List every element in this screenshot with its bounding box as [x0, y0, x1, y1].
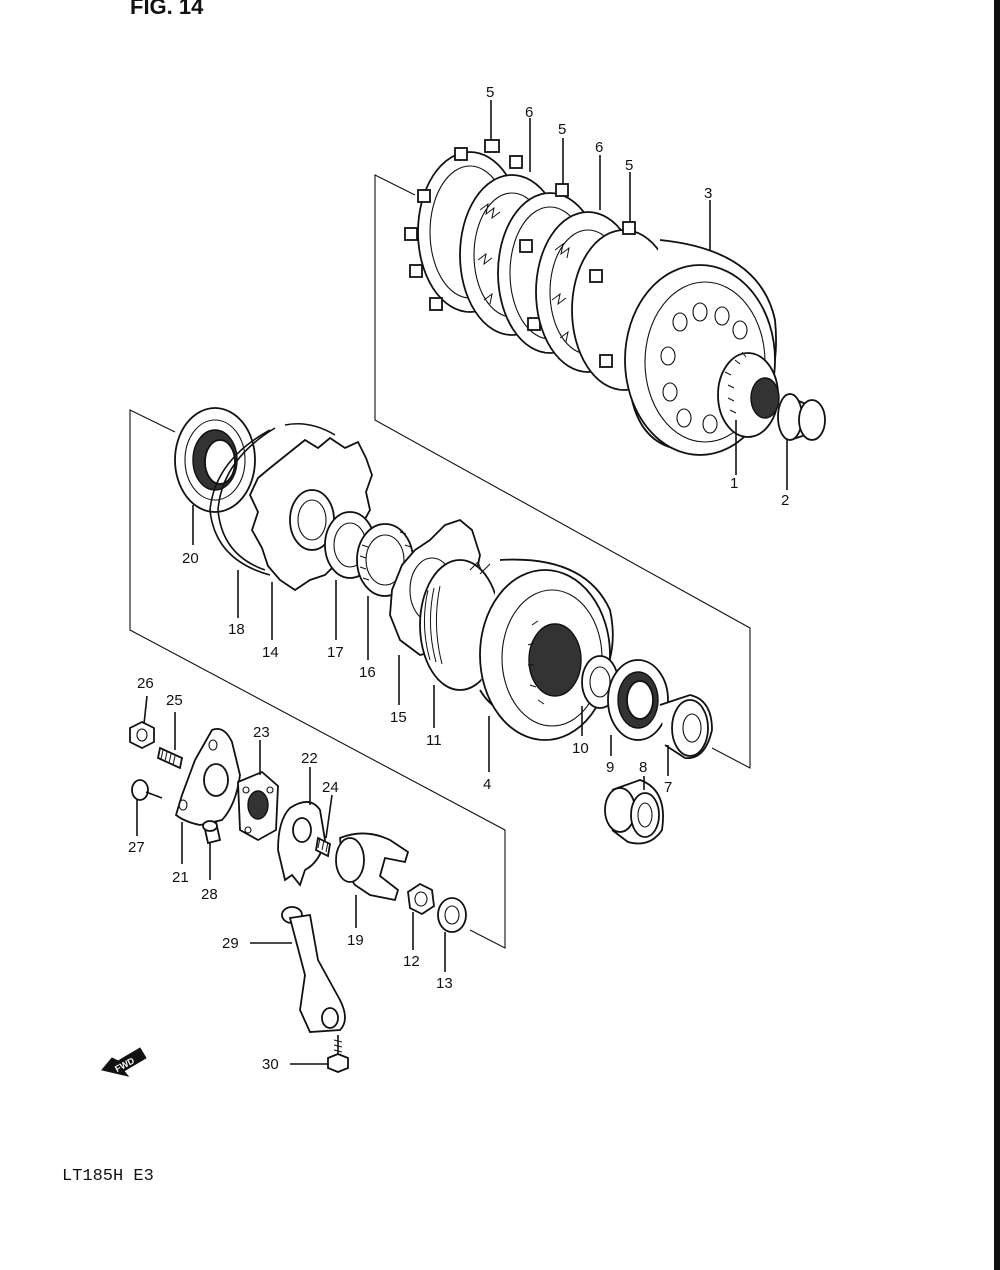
- bracket-21: [174, 727, 241, 826]
- bearing-9: [607, 659, 669, 741]
- callout-labels: 1 2 3 4 5 5 5 6 6 7 8 9 10 11 12 13 14 1…: [128, 84, 789, 1073]
- callout-23: 23: [253, 724, 270, 741]
- washer-13: [437, 897, 467, 933]
- callout-11: 11: [426, 732, 442, 749]
- callout-24: 24: [322, 779, 339, 796]
- callout-7: 7: [664, 779, 672, 796]
- callout-2: 2: [781, 492, 789, 509]
- model-code: LT185H E3: [62, 1167, 154, 1186]
- clutch-drum-4: [479, 558, 614, 741]
- group-box-upper: [374, 174, 751, 769]
- release-cam-19: [335, 832, 410, 902]
- callout-15: 15: [390, 709, 407, 726]
- spacer-28: [202, 820, 222, 845]
- bearing-20: [174, 407, 256, 513]
- callout-5c: 5: [625, 157, 633, 174]
- spring-24: [315, 836, 331, 858]
- callout-5a: 5: [486, 84, 494, 101]
- callout-5b: 5: [558, 121, 566, 138]
- callout-29: 29: [222, 935, 239, 952]
- callout-27: 27: [128, 839, 145, 856]
- callout-26: 26: [137, 675, 154, 692]
- callout-17: 17: [327, 644, 344, 661]
- callout-8: 8: [639, 759, 647, 776]
- fwd-arrow-icon: FWD: [101, 1047, 147, 1077]
- screw-25: [156, 746, 184, 770]
- callout-9: 9: [606, 759, 614, 776]
- callout-13: 13: [436, 975, 453, 992]
- primary-drive-gear: [717, 351, 780, 438]
- callout-16: 16: [359, 664, 376, 681]
- page-edge-bar: [994, 0, 1000, 1270]
- callout-6b: 6: [595, 139, 603, 156]
- bolt-27: [131, 779, 163, 801]
- collar-8: [604, 779, 664, 845]
- group-box-middle: [129, 409, 506, 949]
- nut-26: [129, 720, 155, 750]
- nut-12: [407, 882, 435, 916]
- callout-6a: 6: [525, 104, 533, 121]
- callout-30: 30: [262, 1056, 279, 1073]
- callout-1: 1: [730, 475, 738, 492]
- callout-18: 18: [228, 621, 245, 638]
- callout-28: 28: [201, 886, 218, 903]
- circlip-18: [209, 427, 276, 576]
- callout-20: 20: [182, 550, 199, 567]
- callout-3: 3: [704, 185, 712, 202]
- callout-19: 19: [347, 932, 364, 949]
- callout-14: 14: [262, 644, 279, 661]
- plate-23: [237, 770, 279, 842]
- callout-12: 12: [403, 953, 420, 970]
- leader-lines: [136, 100, 788, 1065]
- callout-4: 4: [483, 776, 491, 793]
- spacer-bush: [777, 393, 826, 441]
- callout-10: 10: [572, 740, 589, 757]
- callout-21: 21: [172, 869, 189, 886]
- bolt-30: [327, 1035, 349, 1073]
- callout-22: 22: [301, 750, 318, 767]
- release-lever-29: [281, 906, 346, 1033]
- one-way-clutch-7: [659, 694, 713, 759]
- callout-25: 25: [166, 692, 183, 709]
- figure-title: FIG. 14: [130, 0, 204, 19]
